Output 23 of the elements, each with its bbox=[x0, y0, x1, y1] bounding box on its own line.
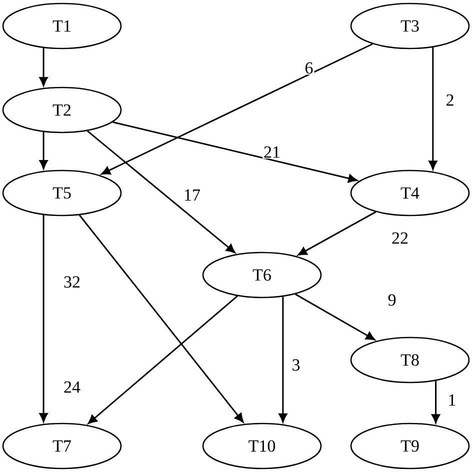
edge-label: 22 bbox=[392, 232, 408, 244]
arrow bbox=[39, 215, 48, 422]
arrow bbox=[39, 132, 48, 170]
arrow bbox=[428, 47, 438, 170]
edge-label: 24 bbox=[64, 381, 80, 393]
edge-label: 32 bbox=[64, 276, 80, 288]
arrow bbox=[298, 211, 376, 256]
edge-label: 1 bbox=[449, 394, 456, 406]
arrow bbox=[78, 214, 244, 423]
arrow bbox=[431, 380, 440, 424]
edge-label: 3 bbox=[292, 359, 300, 371]
arrow bbox=[295, 294, 376, 340]
arrow bbox=[88, 296, 238, 424]
edge-label: 6 bbox=[306, 62, 313, 74]
arrow bbox=[278, 296, 288, 422]
arrow bbox=[86, 130, 236, 254]
edge-label: 9 bbox=[388, 294, 396, 306]
edge-label: 2 bbox=[446, 94, 454, 106]
edge-label: 17 bbox=[185, 189, 200, 201]
arrow bbox=[112, 121, 358, 183]
arrow bbox=[39, 48, 48, 86]
arrow bbox=[101, 43, 373, 175]
edge-label: 21 bbox=[264, 146, 280, 158]
